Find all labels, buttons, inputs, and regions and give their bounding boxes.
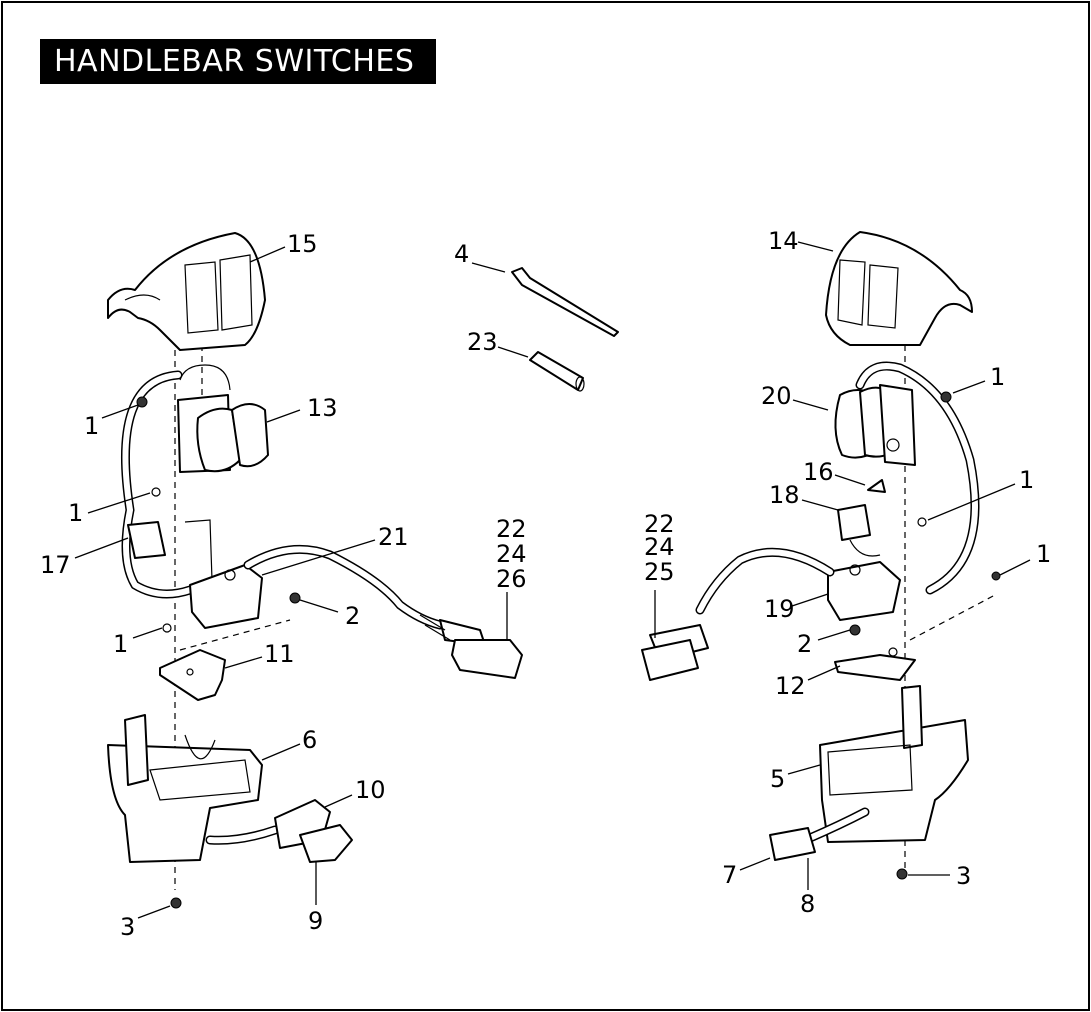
callout-stack-right-0: 22 [644,510,675,538]
callout-1e: 1 [1019,466,1034,494]
right-bracket-12 [834,647,916,681]
right-connector-7 [769,827,816,861]
callout-stack-left-1: 24 [496,540,527,568]
callout-23: 23 [467,328,498,356]
page-title: HANDLEBAR SWITCHES [40,39,436,84]
right-connector-18 [837,504,881,557]
left-bracket-11 [159,649,226,701]
callout-6: 6 [302,726,317,754]
callout-3a: 3 [120,913,135,941]
callout-2b: 2 [797,630,812,658]
right-clip-16 [867,479,886,493]
left-connector-10 [274,799,353,863]
left-upper-housing [107,232,266,351]
callout-stack-left-0: 22 [496,515,527,543]
callout-12: 12 [775,672,806,700]
callout-1c: 1 [113,630,128,658]
callout-16: 16 [803,458,834,486]
right-upper-housing [825,231,973,346]
right-harness-connector [641,624,709,681]
left-screw-path [179,619,291,651]
callout-stack-right-2: 25 [644,558,675,586]
callout-2a: 2 [345,602,360,630]
callout-18: 18 [769,481,800,509]
callout-20: 20 [761,382,792,410]
leader-lines [74,241,1031,919]
callout-5: 5 [770,765,785,793]
left-harness-connector [419,614,523,679]
callout-11: 11 [264,640,295,668]
callout-10: 10 [355,776,386,804]
right-screws [849,391,1001,880]
callout-stack-right-1: 24 [644,533,675,561]
right-screw-path [909,594,996,641]
callout-1f: 1 [1036,540,1051,568]
left-screws [136,396,301,909]
callout-1d: 1 [990,363,1005,391]
callout-7: 7 [722,861,737,889]
callout-14: 14 [768,227,799,255]
callout-9: 9 [308,907,323,935]
callout-15: 15 [287,230,318,258]
right-switch-module [834,384,916,466]
sleeve-23 [529,351,585,392]
callout-3b: 3 [956,862,971,890]
left-connector-17 [127,519,213,586]
left-lower-housing [107,714,263,863]
callout-21: 21 [378,523,409,551]
callout-1a: 1 [84,412,99,440]
callout-4: 4 [454,240,469,268]
left-switch-21 [189,564,263,629]
callout-1b: 1 [68,499,83,527]
callout-13: 13 [307,394,338,422]
callout-19: 19 [764,595,795,623]
cable-tie-4 [511,267,619,337]
left-switch-module [177,364,269,473]
callout-17: 17 [40,551,71,579]
right-switch-19 [827,561,901,621]
callout-8: 8 [800,890,815,918]
callout-stack-left-2: 26 [496,565,527,593]
